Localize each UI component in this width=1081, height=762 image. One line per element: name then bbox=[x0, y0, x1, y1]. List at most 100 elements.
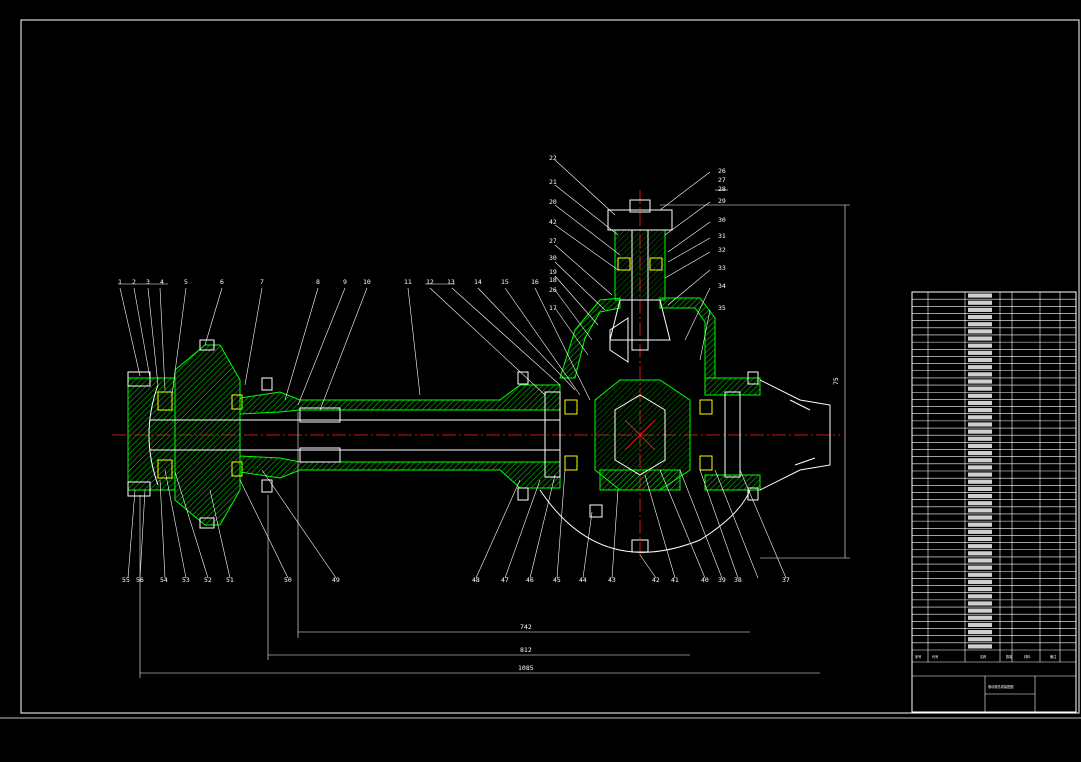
dimension-vertical: 75 bbox=[832, 377, 840, 385]
table-row bbox=[968, 501, 992, 506]
table-row bbox=[968, 293, 992, 298]
axle-assembly bbox=[112, 159, 850, 678]
part-label: 22 bbox=[549, 154, 557, 162]
table-row bbox=[968, 579, 992, 585]
part-label: 27 bbox=[549, 237, 557, 245]
table-row bbox=[968, 365, 992, 370]
axle-tube bbox=[150, 384, 561, 489]
part-label: 42 bbox=[549, 218, 557, 226]
table-row bbox=[968, 515, 992, 520]
part-label: 45 bbox=[553, 576, 561, 584]
table-row bbox=[968, 493, 992, 499]
table-row bbox=[968, 601, 992, 606]
table-row bbox=[968, 572, 992, 577]
part-label: 49 bbox=[332, 576, 340, 584]
table-row bbox=[968, 307, 992, 312]
part-label: 11 bbox=[404, 278, 412, 286]
table-row bbox=[968, 479, 992, 484]
table-row bbox=[968, 336, 992, 341]
table-row bbox=[968, 314, 992, 320]
table-row bbox=[968, 637, 992, 642]
part-label: 38 bbox=[734, 576, 742, 584]
part-label: 42 bbox=[652, 576, 660, 584]
part-label: 4 bbox=[160, 278, 164, 286]
part-label: 54 bbox=[160, 576, 168, 584]
part-label: 41 bbox=[671, 576, 679, 584]
pinion-shaft bbox=[607, 199, 673, 363]
part-label: 51 bbox=[226, 576, 234, 584]
part-label: 18 bbox=[549, 276, 557, 284]
table-row bbox=[968, 544, 992, 549]
table-row bbox=[968, 551, 992, 556]
part-label: 40 bbox=[701, 576, 709, 584]
table-row bbox=[968, 558, 992, 563]
dimension-742: 742 bbox=[520, 623, 532, 631]
table-row bbox=[968, 508, 992, 513]
differential-housing bbox=[517, 297, 831, 553]
table-row bbox=[968, 587, 992, 592]
part-label: 43 bbox=[608, 576, 616, 584]
part-label: 31 bbox=[718, 232, 726, 240]
table-row bbox=[968, 386, 992, 391]
part-label: 29 bbox=[718, 197, 726, 205]
part-label: 53 bbox=[182, 576, 190, 584]
part-label: 16 bbox=[531, 278, 539, 286]
part-label: 13 bbox=[447, 278, 455, 286]
parts-list-table[interactable] bbox=[911, 291, 1077, 713]
part-label: 52 bbox=[204, 576, 212, 584]
table-row bbox=[968, 644, 992, 649]
part-label: 9 bbox=[343, 278, 347, 286]
table-row bbox=[968, 436, 992, 441]
part-label: 14 bbox=[474, 278, 482, 286]
table-row bbox=[968, 329, 992, 334]
left-hub bbox=[127, 339, 273, 529]
part-label: 26 bbox=[718, 167, 726, 175]
part-label: 37 bbox=[782, 576, 790, 584]
table-row bbox=[968, 357, 992, 363]
part-label: 28 bbox=[718, 185, 726, 193]
table-row bbox=[968, 458, 992, 463]
part-label: 5 bbox=[184, 278, 188, 286]
table-row bbox=[968, 415, 992, 420]
part-label: 1 bbox=[118, 278, 122, 286]
header-cell: 数量 bbox=[1006, 654, 1013, 659]
part-label: 6 bbox=[220, 278, 224, 286]
dimension-812: 812 bbox=[520, 646, 532, 654]
table-row bbox=[968, 343, 992, 348]
table-row bbox=[968, 422, 992, 427]
part-label: 55 bbox=[122, 576, 130, 584]
part-label: 50 bbox=[284, 576, 292, 584]
dimension-lines bbox=[139, 204, 850, 678]
labels-upper-left-column: 22 21 20 42 27 30 19 18 26 17 bbox=[549, 154, 557, 312]
header-cell: 名称 bbox=[980, 654, 987, 659]
title-block-name: 驱动桥总成装配图 bbox=[988, 684, 1014, 689]
part-label: 26 bbox=[549, 286, 557, 294]
part-label: 34 bbox=[718, 282, 726, 290]
part-label: 44 bbox=[579, 576, 587, 584]
part-label: 27 bbox=[718, 176, 726, 184]
part-label: 19 bbox=[549, 268, 557, 276]
table-row bbox=[968, 529, 992, 534]
title-block: 驱动桥总成装配图 序号 代号 名称 数量 材料 备注 bbox=[912, 654, 1076, 712]
table-row bbox=[968, 615, 992, 620]
header-cell: 备注 bbox=[1050, 654, 1057, 659]
drawing-border bbox=[20, 19, 1080, 714]
header-cell: 材料 bbox=[1024, 654, 1031, 659]
header-cell: 代号 bbox=[932, 654, 938, 659]
leader-lines bbox=[118, 159, 787, 579]
part-label: 10 bbox=[363, 278, 371, 286]
table-row bbox=[968, 350, 992, 355]
part-label: 7 bbox=[260, 278, 264, 286]
part-label: 35 bbox=[718, 304, 726, 312]
table-row bbox=[968, 536, 992, 542]
header-cell: 序号 bbox=[915, 654, 921, 659]
table-row bbox=[968, 486, 992, 491]
part-label: 39 bbox=[718, 576, 726, 584]
part-label: 15 bbox=[501, 278, 509, 286]
table-row bbox=[968, 372, 992, 377]
dimension-texts: 742 812 1085 75 bbox=[518, 377, 840, 672]
part-label: 46 bbox=[526, 576, 534, 584]
dimension-1085: 1085 bbox=[518, 664, 534, 672]
part-label: 56 bbox=[136, 576, 144, 584]
